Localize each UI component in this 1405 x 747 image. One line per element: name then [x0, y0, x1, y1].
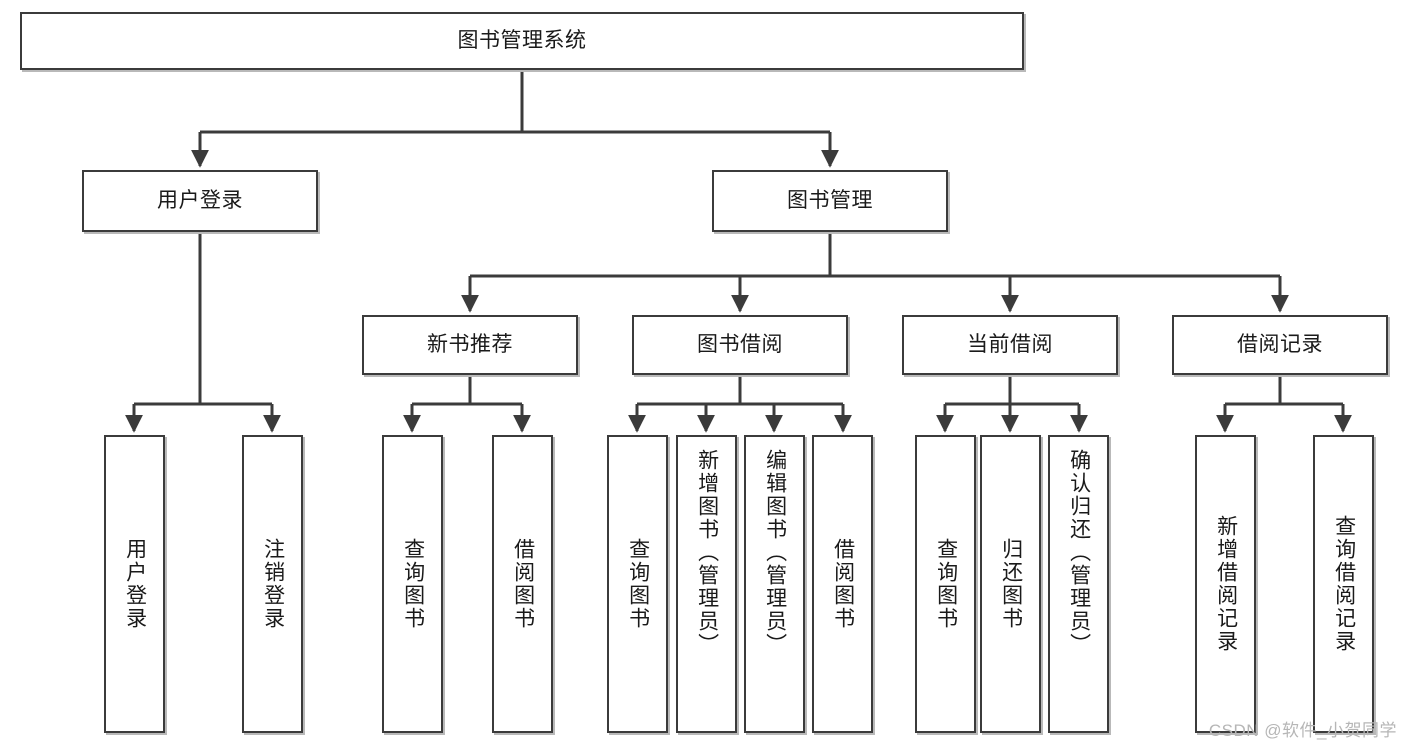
node-leaf-add-book-label: 新增图书（管理员） [695, 449, 719, 656]
node-leaf-query-book-borrow-label: 查询图书 [626, 538, 650, 630]
node-root[interactable]: 图书管理系统 [20, 12, 1024, 70]
node-borrow-records[interactable]: 借阅记录 [1172, 315, 1388, 375]
node-leaf-logout-label: 注销登录 [261, 538, 285, 630]
node-book-management-label: 图书管理 [787, 188, 873, 212]
node-book-management[interactable]: 图书管理 [712, 170, 948, 232]
node-user-login[interactable]: 用户登录 [82, 170, 318, 232]
node-current-borrow-label: 当前借阅 [967, 332, 1053, 356]
node-leaf-query-book-current-label: 查询图书 [934, 538, 958, 630]
node-user-login-label: 用户登录 [157, 188, 243, 212]
node-leaf-query-book-recommend[interactable]: 查询图书 [382, 435, 443, 733]
node-borrow-records-label: 借阅记录 [1237, 332, 1323, 356]
node-leaf-user-login[interactable]: 用户登录 [104, 435, 165, 733]
node-leaf-user-login-label: 用户登录 [123, 538, 147, 630]
node-leaf-query-book-current[interactable]: 查询图书 [915, 435, 976, 733]
node-current-borrow[interactable]: 当前借阅 [902, 315, 1118, 375]
node-leaf-confirm-return[interactable]: 确认归还（管理员） [1048, 435, 1109, 733]
node-leaf-borrow-book[interactable]: 借阅图书 [812, 435, 873, 733]
node-leaf-add-borrow-record[interactable]: 新增借阅记录 [1195, 435, 1256, 733]
node-root-label: 图书管理系统 [457, 28, 587, 52]
node-leaf-logout[interactable]: 注销登录 [242, 435, 303, 733]
node-leaf-return-book-label: 归还图书 [999, 538, 1023, 630]
node-new-book-recommend[interactable]: 新书推荐 [362, 315, 578, 375]
node-leaf-borrow-book-recommend[interactable]: 借阅图书 [492, 435, 553, 733]
node-new-book-recommend-label: 新书推荐 [427, 332, 513, 356]
node-book-borrow[interactable]: 图书借阅 [632, 315, 848, 375]
node-leaf-query-book-borrow[interactable]: 查询图书 [607, 435, 668, 733]
watermark-text: CSDN @软件_小贺同学 [1208, 721, 1397, 740]
node-leaf-add-book[interactable]: 新增图书（管理员） [676, 435, 737, 733]
node-leaf-borrow-book-recommend-label: 借阅图书 [511, 538, 535, 630]
node-book-borrow-label: 图书借阅 [697, 332, 783, 356]
node-leaf-query-book-recommend-label: 查询图书 [401, 538, 425, 630]
node-leaf-borrow-book-label: 借阅图书 [831, 538, 855, 630]
node-leaf-query-borrow-record[interactable]: 查询借阅记录 [1313, 435, 1374, 733]
node-leaf-edit-book[interactable]: 编辑图书（管理员） [744, 435, 805, 733]
node-leaf-query-borrow-record-label: 查询借阅记录 [1332, 515, 1356, 653]
node-leaf-confirm-return-label: 确认归还（管理员） [1067, 449, 1091, 656]
node-leaf-edit-book-label: 编辑图书（管理员） [763, 449, 787, 656]
node-leaf-return-book[interactable]: 归还图书 [980, 435, 1041, 733]
node-leaf-add-borrow-record-label: 新增借阅记录 [1214, 515, 1238, 653]
